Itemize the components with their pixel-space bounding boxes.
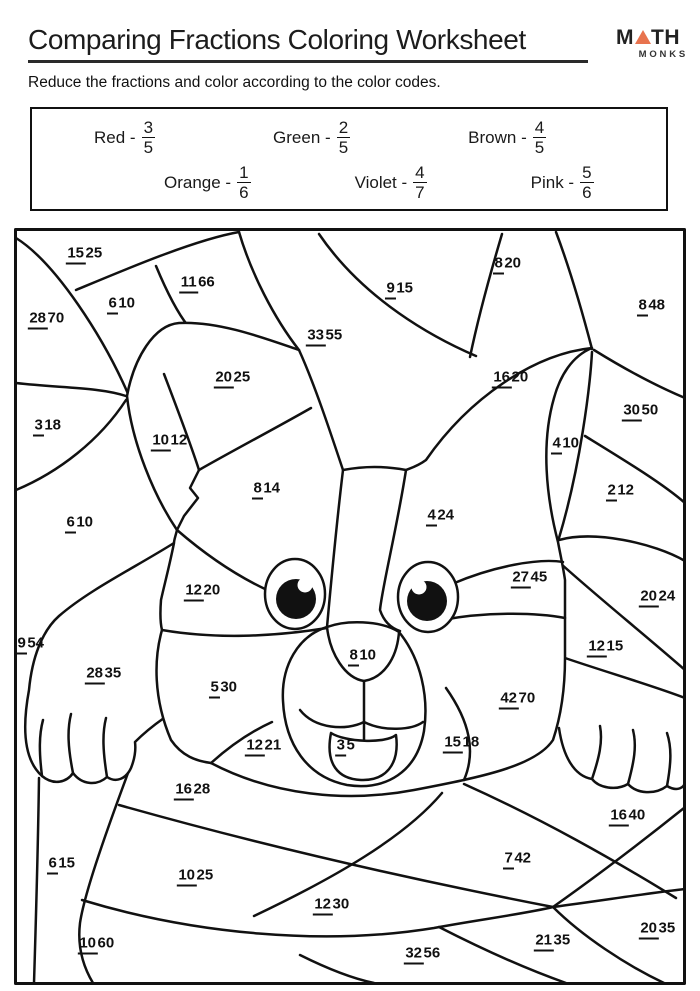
right-eye-highlight <box>411 579 427 595</box>
blaze-left <box>325 468 345 629</box>
left-eye-highlight <box>297 577 313 593</box>
title-underline <box>28 60 588 63</box>
color-name: Brown - <box>468 127 527 147</box>
instructions-text: Reduce the fractions and color according… <box>28 74 441 91</box>
bottom-region-lines <box>32 771 686 985</box>
background-region-lines <box>14 230 686 672</box>
page-title: Comparing Fractions Coloring Worksheet <box>28 24 526 55</box>
logo-text-start: M <box>616 26 634 49</box>
cat-line-art <box>14 228 686 985</box>
smile-left <box>298 708 366 729</box>
smile-right <box>362 720 425 730</box>
color-name: Red - <box>94 127 136 147</box>
left-ear-line <box>162 372 201 472</box>
toe-line <box>102 716 109 779</box>
logo-subtext: MONKS <box>638 49 688 60</box>
muzzle-outline <box>281 625 427 788</box>
color-name: Green - <box>273 127 331 147</box>
cat-head <box>125 321 594 798</box>
logo-text-end: TH <box>651 26 680 49</box>
picture-border <box>14 228 686 985</box>
toe-line <box>665 731 672 788</box>
eyes <box>263 557 460 634</box>
head-outline <box>125 321 594 798</box>
toe-line <box>626 728 637 786</box>
math-monks-logo: M TH MONKS <box>606 26 690 60</box>
blaze-right <box>378 468 408 633</box>
color-name: Pink - <box>530 172 575 192</box>
toe-line <box>590 724 603 781</box>
nose <box>325 621 401 683</box>
right-arm-paw <box>557 656 686 794</box>
left-ear-line <box>197 406 313 472</box>
left-arm-paw <box>24 541 176 785</box>
toe-line <box>67 712 75 775</box>
triangle-icon <box>634 30 651 44</box>
muzzle-group <box>281 621 427 788</box>
color-name: Violet - <box>354 172 408 192</box>
toe-line <box>38 718 45 778</box>
color-name: Orange - <box>164 172 232 192</box>
left-ear-zigzag <box>175 468 201 532</box>
tongue <box>328 731 398 782</box>
